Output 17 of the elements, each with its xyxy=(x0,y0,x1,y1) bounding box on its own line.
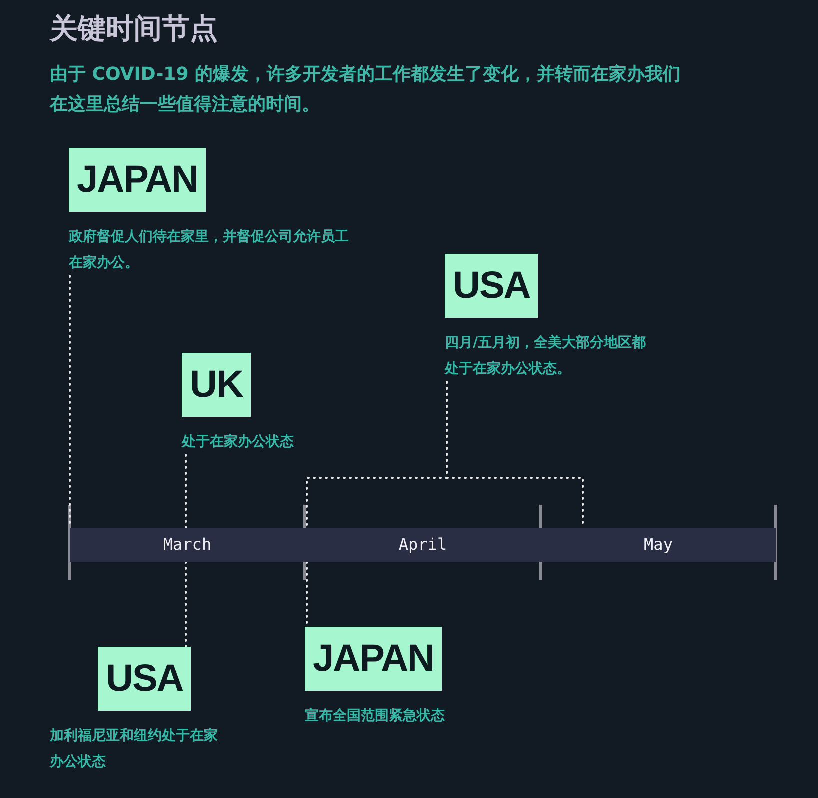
country-label: USA xyxy=(98,647,192,711)
event-description: 政府督促人们待在家里，并督促公司允许员工在家办公。 xyxy=(69,228,350,273)
timeline-segment: April xyxy=(305,528,541,562)
event-description: 处于在家办公状态 xyxy=(182,432,295,452)
event-description: 加利福尼亚和纽约处于在家办公状态 xyxy=(50,726,219,772)
country-label: JAPAN xyxy=(69,148,206,212)
leader-line xyxy=(185,561,187,648)
leader-line xyxy=(185,454,187,529)
subtitle: 由于 COVID-19 的爆发，许多开发者的工作都发生了变化，并转而在家办我们在这里总结一些值得注意的时间。 xyxy=(50,63,682,117)
country-label: USA xyxy=(445,254,538,318)
timeline-segment: May xyxy=(541,528,776,562)
country-label: UK xyxy=(182,353,251,417)
timeline-segment: March xyxy=(70,528,305,562)
event-description: 宣布全国范围紧急状态 xyxy=(305,706,446,726)
event-description: 四月/五月初，全美大部分地区都处于在家办公状态。 xyxy=(445,334,648,379)
title: 关键时间节点 xyxy=(50,11,218,47)
country-label: JAPAN xyxy=(305,627,442,691)
